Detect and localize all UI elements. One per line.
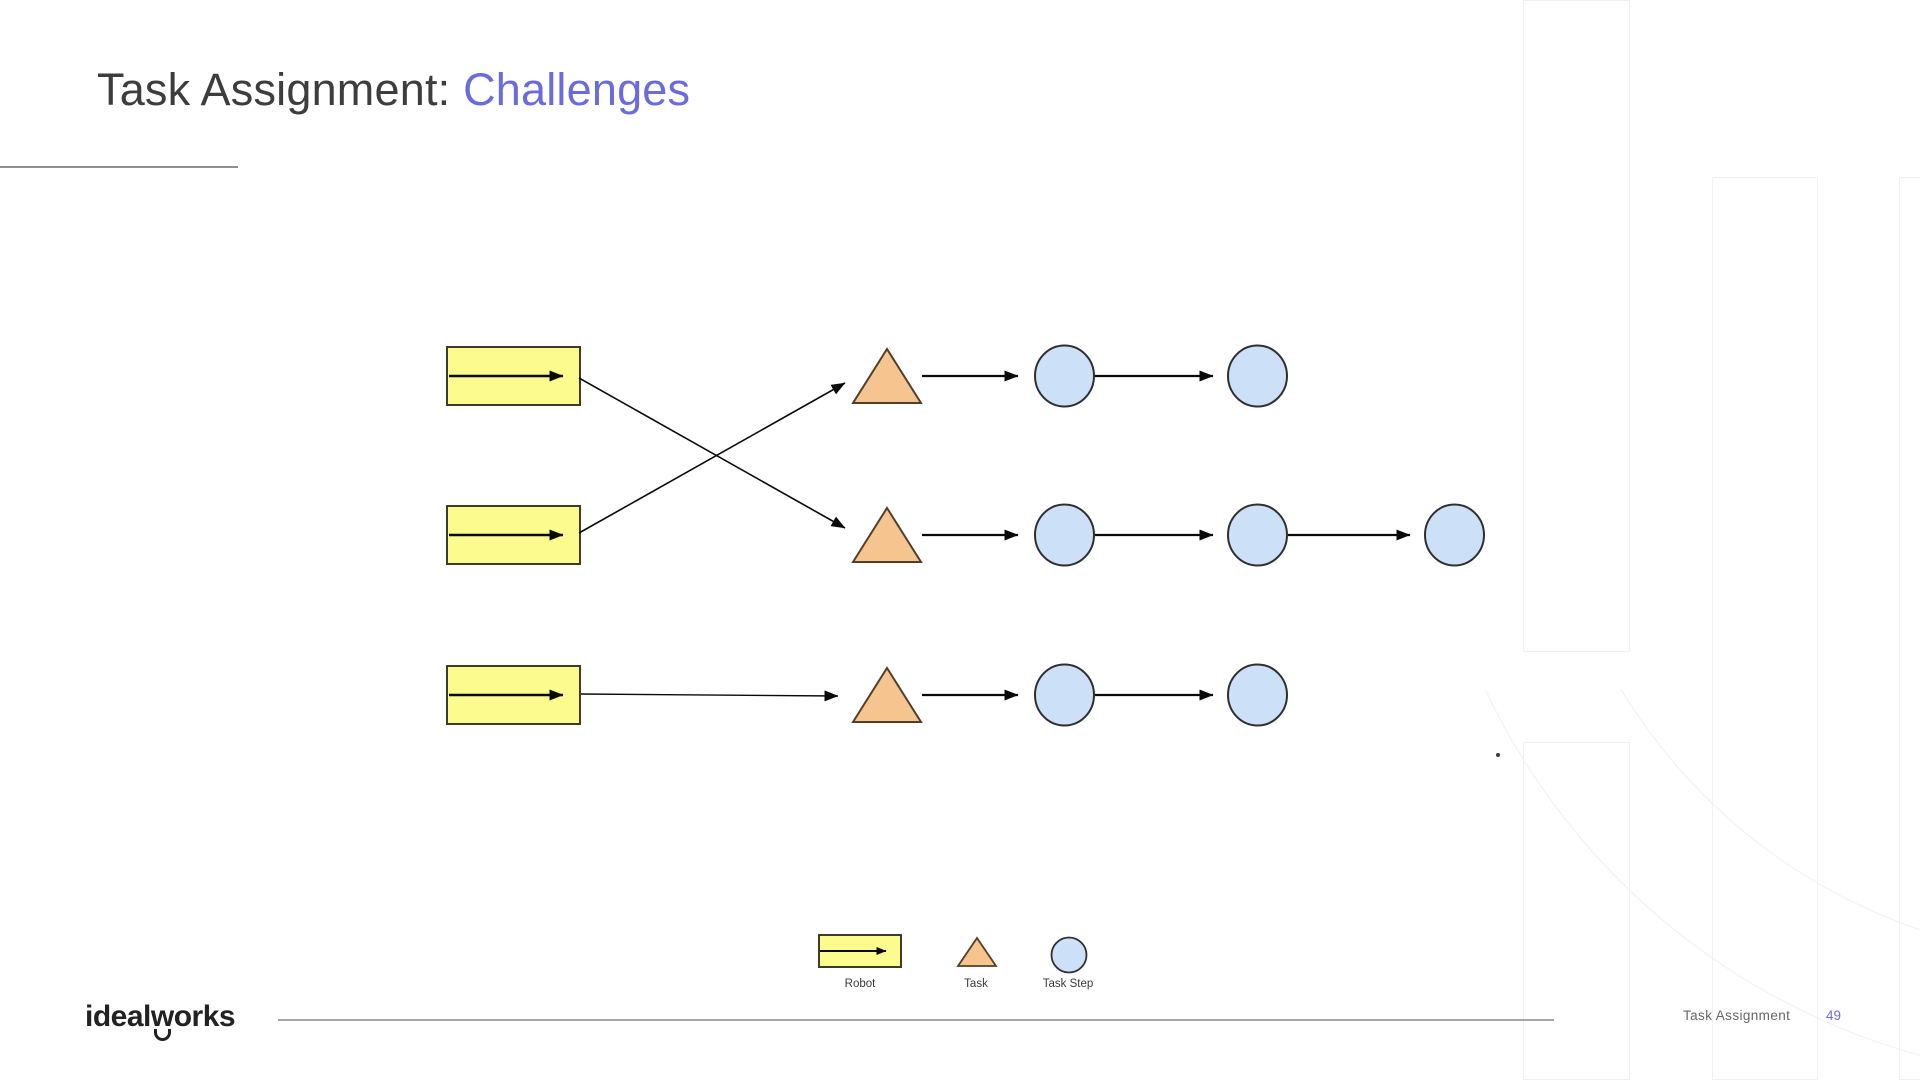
edge-robot1-task2 xyxy=(578,377,846,529)
logo-text-pre: ideal xyxy=(85,1000,151,1033)
task-node-3 xyxy=(851,666,923,723)
page-title: Task Assignment: Challenges xyxy=(97,64,690,116)
page-title-highlight: Challenges xyxy=(463,64,691,115)
task-step-node xyxy=(1424,503,1485,567)
footer-section-label: Task Assignment xyxy=(1683,1008,1791,1023)
edge-robot2-task1 xyxy=(578,382,846,534)
legend-label-robot: Robot xyxy=(844,978,876,990)
footer-divider xyxy=(278,1019,1554,1021)
robot-node-2 xyxy=(446,505,581,565)
edge-robot3-task3 xyxy=(580,690,839,702)
task-step-node xyxy=(1227,503,1288,567)
logo-text-w: w xyxy=(150,1000,174,1042)
background-bar xyxy=(1523,0,1630,652)
task-node-2 xyxy=(851,506,923,563)
stray-dot xyxy=(1496,753,1500,757)
legend-task-shape xyxy=(956,936,998,967)
idealworks-logo: idealworks xyxy=(85,1000,236,1042)
page-number: 49 xyxy=(1826,1008,1842,1023)
title-underline xyxy=(0,166,238,168)
task-step-node xyxy=(1034,503,1095,567)
legend-label-task: Task xyxy=(964,978,988,990)
logo-text-post: orks xyxy=(173,1000,236,1033)
task-step-node xyxy=(1034,663,1095,727)
robot-node-3 xyxy=(446,665,581,725)
task-node-1 xyxy=(851,347,923,404)
legend-robot-shape xyxy=(818,934,902,968)
task-step-node xyxy=(1034,344,1095,408)
robot-node-1 xyxy=(446,346,581,406)
legend-task-step-shape xyxy=(1050,936,1088,974)
legend-label-task-step: Task Step xyxy=(1042,978,1094,990)
task-step-node xyxy=(1227,663,1288,727)
task-step-node xyxy=(1227,344,1288,408)
page-title-prefix: Task Assignment: xyxy=(97,64,464,115)
